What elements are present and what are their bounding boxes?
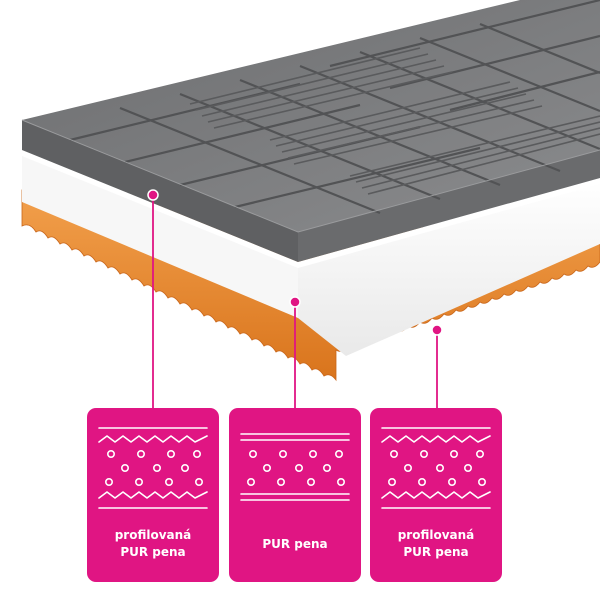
white-foam-layer — [22, 150, 600, 356]
profiled-foam-icon — [87, 408, 219, 582]
layer-card-top: profilovaná PUR pena — [87, 408, 219, 582]
callout-top — [147, 189, 159, 408]
callout-middle — [289, 296, 301, 408]
profiled-foam-icon — [370, 408, 502, 582]
foam-icon — [229, 408, 361, 582]
layer-label-middle: PUR pena — [262, 536, 328, 551]
layer-card-bottom: profilovaná PUR pena — [370, 408, 502, 582]
layer-label-top: profilovaná PUR pena — [114, 528, 192, 559]
callout-bottom — [431, 324, 443, 408]
gray-profiled-foam-layer — [21, 0, 600, 262]
layer-label-bottom: profilovaná PUR pena — [397, 528, 475, 559]
layer-card-middle: PUR pena — [229, 408, 361, 582]
